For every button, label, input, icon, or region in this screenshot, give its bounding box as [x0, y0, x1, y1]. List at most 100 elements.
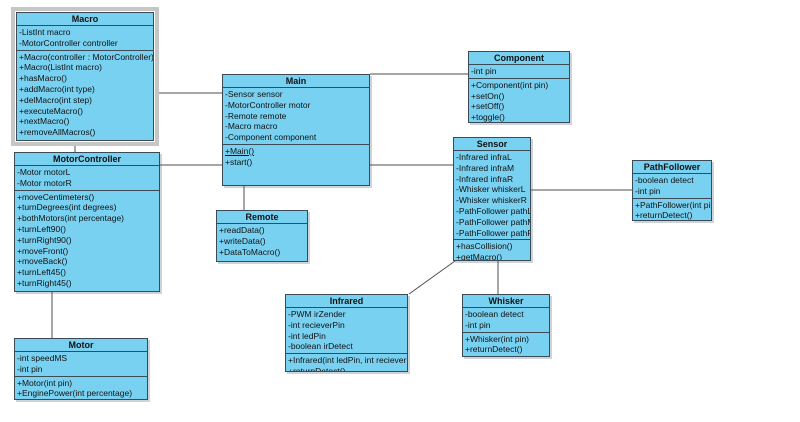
member-row: -PWM irZender [288, 309, 346, 319]
member-row: +toggle() [471, 112, 505, 122]
class-pathfollower[interactable]: PathFollower -boolean detect-int pin +Pa… [632, 160, 712, 221]
member-row: -PathFollower pathR [456, 227, 530, 238]
member-row: -Motor motorL [17, 167, 71, 177]
class-attributes-sensor: -Infrared infraL-Infrared infraM-Infrare… [454, 151, 530, 241]
member-row: -Whisker whiskerR [456, 195, 527, 206]
member-row: +Motor(int pin) [17, 377, 73, 388]
member-row: -boolean irDetect [288, 341, 353, 352]
member-row: +writeData() [219, 235, 266, 246]
member-row: -Macro macro [225, 121, 278, 132]
member-row: -int ledPin [288, 330, 326, 341]
member-row: +executeMacro() [19, 105, 84, 116]
member-row: +Component(int pin) [471, 79, 549, 90]
member-row: +moveBack() [17, 256, 68, 267]
member-row: -int speedMS [17, 353, 68, 363]
member-row: +turnLeft45() [17, 267, 66, 278]
member-row: +delMacro(int step) [19, 94, 92, 105]
class-title-main: Main [223, 75, 369, 88]
class-methods-sensor: +hasCollision()+getMacro() [454, 240, 530, 260]
member-row: -PathFollower pathL [456, 205, 530, 216]
class-title-remote: Remote [217, 211, 307, 224]
member-row: +setOn() [471, 90, 505, 101]
member-row: +returnDetect() [465, 344, 523, 355]
member-row: +DataToMacro() [219, 246, 281, 257]
class-attributes-motorcontroller: -Motor motorL-Motor motorR [15, 166, 159, 191]
class-motor[interactable]: Motor -int speedMS-int pin +Motor(int pi… [14, 338, 148, 400]
class-attributes-pathfollower: -boolean detect-int pin [633, 174, 711, 199]
member-row: +setOff() [471, 101, 505, 112]
class-title-motorcontroller: MotorController [15, 153, 159, 166]
member-row: -Remote remote [225, 110, 287, 121]
class-motorcontroller[interactable]: MotorController -Motor motorL-Motor moto… [14, 152, 160, 292]
member-row: +Whisker(int pin) [465, 333, 530, 344]
member-row: -boolean detect [465, 309, 524, 319]
member-row: +hasCollision() [456, 241, 513, 252]
member-row: +getMacro() [456, 252, 503, 260]
class-methods-pathfollower: +PathFollower(int pin)+returnDetect() [633, 199, 711, 220]
class-sensor[interactable]: Sensor -Infrared infraL-Infrared infraM-… [453, 137, 531, 261]
member-row: -MotorController motor [225, 99, 311, 110]
member-row: +moveCentimeters() [17, 191, 95, 202]
class-component[interactable]: Component -int pin +Component(int pin)+s… [468, 51, 570, 123]
member-row: -Infrared infraL [456, 152, 512, 162]
member-row: -int pin [471, 66, 497, 76]
class-main[interactable]: Main -Sensor sensor-MotorController moto… [222, 74, 370, 186]
member-row: +Macro(controller : MotorController) [19, 51, 153, 62]
member-row: -boolean detect [635, 175, 694, 185]
class-macro[interactable]: Macro -ListInt macro-MotorController con… [16, 12, 154, 141]
member-row: -int recieverPin [288, 319, 345, 330]
member-row: +returnDetect() [288, 365, 346, 371]
member-row: +PathFollower(int pin) [635, 199, 711, 210]
member-row: -ListInt macro [19, 27, 71, 37]
member-row: +start() [225, 156, 253, 167]
class-title-macro: Macro [17, 13, 153, 26]
class-attributes-component: -int pin [469, 65, 569, 79]
class-methods-motor: +Motor(int pin)+EnginePower(int percenta… [15, 377, 147, 399]
member-row: -int pin [17, 363, 43, 374]
class-title-whisker: Whisker [463, 295, 549, 308]
member-row: +EnginePower(int percentage) [17, 388, 133, 399]
class-title-infrared: Infrared [286, 295, 407, 308]
member-row: -Motor motorR [17, 177, 72, 188]
member-row: +moveFront() [17, 245, 69, 256]
member-row: -int pin [465, 319, 491, 330]
member-row: +turnLeft90() [17, 223, 66, 234]
member-row: -Component component [225, 132, 317, 143]
class-infrared[interactable]: Infrared -PWM irZender-int recieverPin-i… [285, 294, 408, 372]
class-methods-component: +Component(int pin)+setOn()+setOff()+tog… [469, 79, 569, 122]
member-row: -MotorController controller [19, 37, 118, 48]
member-row: +Main() [225, 145, 255, 156]
class-attributes-motor: -int speedMS-int pin [15, 352, 147, 377]
member-row: +turnDegrees(int degrees) [17, 202, 117, 213]
member-row: +nextMacro() [19, 116, 70, 127]
class-title-motor: Motor [15, 339, 147, 352]
class-methods-main: +Main()+start() [223, 145, 369, 185]
member-row: +turnRight90() [17, 234, 72, 245]
class-remote[interactable]: Remote +readData()+writeData()+DataToMac… [216, 210, 308, 262]
class-title-pathfollower: PathFollower [633, 161, 711, 174]
class-title-component: Component [469, 52, 569, 65]
member-row: +Macro(ListInt macro) [19, 62, 102, 73]
member-row: -PathFollower pathM [456, 216, 530, 227]
class-attributes-whisker: -boolean detect-int pin [463, 308, 549, 333]
member-row: -Whisker whiskerL [456, 184, 526, 195]
member-row: +Infrared(int ledPin, int recieverPin) [288, 355, 407, 366]
selection-frame-macro[interactable]: Macro -ListInt macro-MotorController con… [11, 7, 159, 146]
class-title-sensor: Sensor [454, 138, 530, 151]
class-methods-motorcontroller: +moveCentimeters()+turnDegrees(int degre… [15, 191, 159, 291]
class-attributes-macro: -ListInt macro-MotorController controlle… [17, 26, 153, 51]
class-whisker[interactable]: Whisker -boolean detect-int pin +Whisker… [462, 294, 550, 357]
member-row: +removeAllMacros() [19, 127, 96, 138]
member-row: +hasMacro() [19, 73, 67, 84]
class-methods-macro: +Macro(controller : MotorController)+Mac… [17, 51, 153, 140]
connector-sensor-infrared[interactable] [408, 260, 456, 295]
class-methods-whisker: +Whisker(int pin)+returnDetect() [463, 333, 549, 356]
member-row: -Infrared infraR [456, 173, 514, 184]
member-row: -int pin [635, 185, 661, 196]
member-row: +readData() [219, 225, 265, 235]
class-methods-remote: +readData()+writeData()+DataToMacro() [217, 224, 307, 261]
class-attributes-main: -Sensor sensor-MotorController motor-Rem… [223, 88, 369, 145]
class-methods-infrared: +Infrared(int ledPin, int recieverPin)+r… [286, 354, 407, 371]
member-row: -Sensor sensor [225, 89, 283, 99]
